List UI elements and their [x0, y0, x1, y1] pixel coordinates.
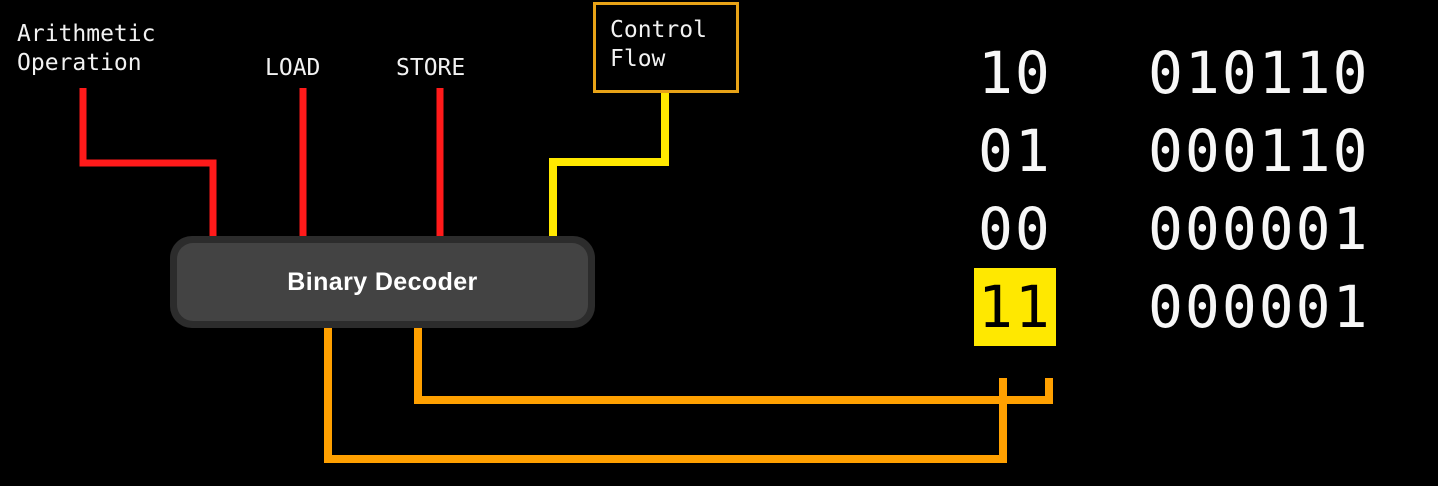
binary-decoder-button[interactable]: Binary Decoder	[170, 236, 595, 328]
table-row: 10 010110	[976, 34, 1416, 112]
label-arithmetic-operation: Arithmetic Operation	[17, 21, 156, 76]
binary-decoder-label: Binary Decoder	[287, 267, 478, 296]
table-row-selected: 11 000001	[974, 268, 1416, 346]
opcode-key: 10	[978, 39, 1052, 107]
opcode-key: 00	[978, 195, 1052, 263]
opcode-value: 000001	[1148, 195, 1370, 263]
opcode-key: 01	[978, 117, 1052, 185]
binary-lookup-table: 10 010110 01 000110 00 000001 11 000001	[974, 34, 1416, 346]
control-flow-box: Control Flow	[593, 2, 739, 93]
table-row: 01 000110	[976, 112, 1416, 190]
opcode-value: 010110	[1148, 39, 1370, 107]
wire-control-flow	[549, 93, 669, 236]
wire-output-left	[324, 328, 1007, 463]
wire-output-right	[414, 328, 1053, 404]
table-row: 00 000001	[976, 190, 1416, 268]
binary-decoder-body: Binary Decoder	[177, 243, 588, 321]
opcode-key-highlighted: 11	[974, 268, 1056, 346]
opcode-value: 000001	[1148, 273, 1370, 341]
label-load: LOAD	[265, 55, 321, 81]
label-control-flow: Control Flow	[610, 17, 707, 72]
label-store: STORE	[396, 55, 466, 81]
wire-arithmetic-operation	[79, 88, 217, 236]
opcode-value: 000110	[1148, 117, 1370, 185]
